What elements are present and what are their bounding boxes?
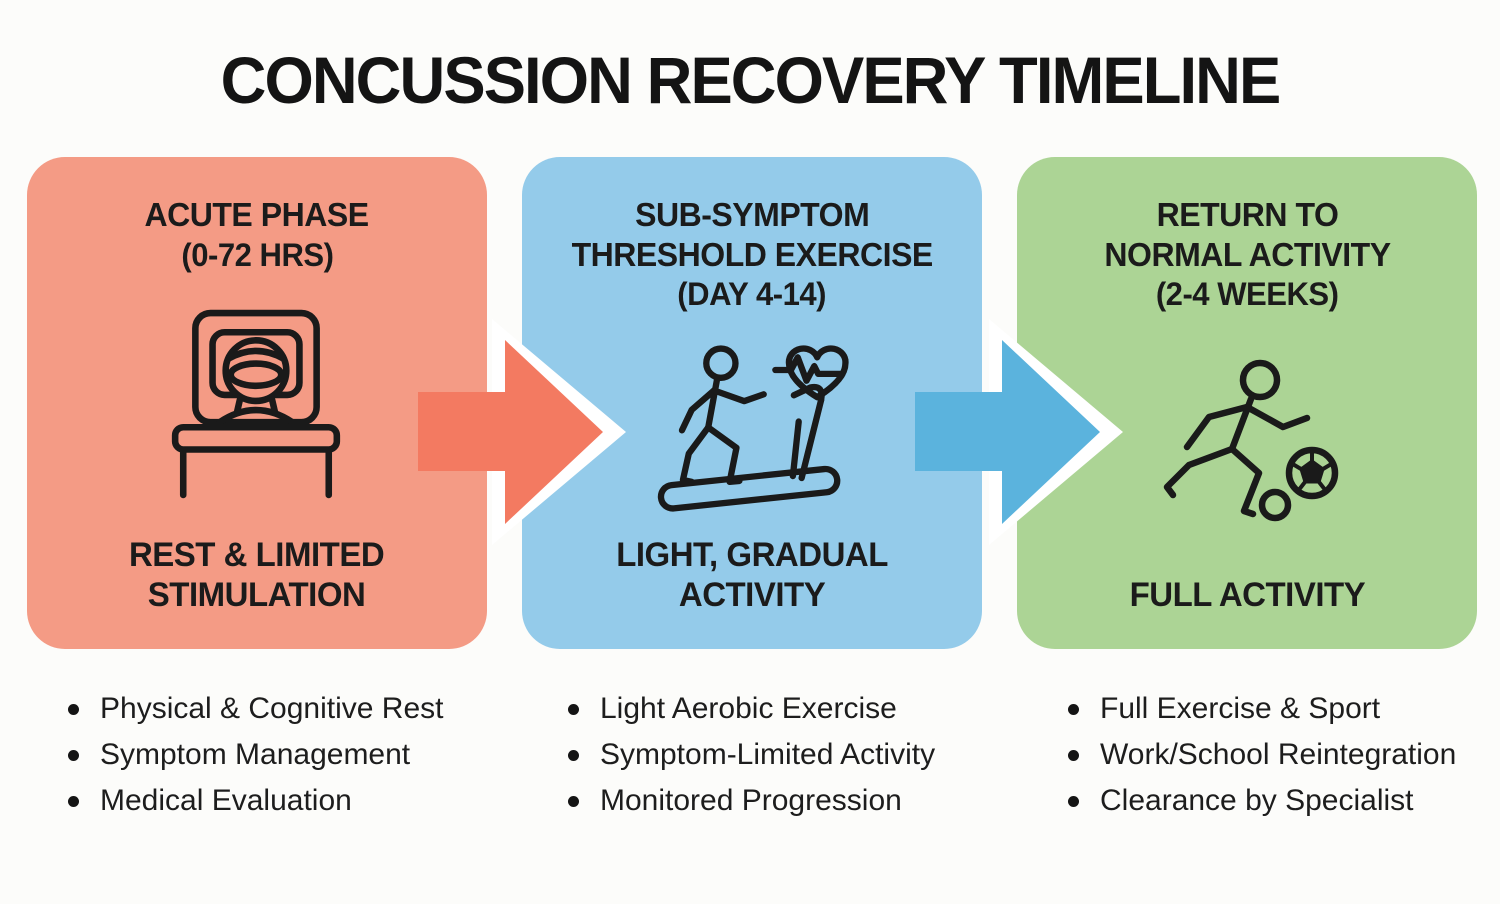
phase-label-line: ACTIVITY [678,575,826,614]
phase-label-line: LIGHT, GRADUAL [616,535,888,574]
list-item: Medical Evaluation [58,778,508,824]
list-item: Symptom-Limited Activity [558,732,1008,778]
list-item: Monitored Progression [558,778,1008,824]
panel-acute-phase: ACUTE PHASE (0-72 HRS) REST & LIMITED ST… [27,157,487,649]
phase-label-line: REST & LIMITED [129,535,385,574]
treadmill-walking-heart-icon [650,313,855,535]
phase-title-line: ACUTE PHASE [144,196,370,233]
list-item: Light Aerobic Exercise [558,686,1008,732]
phase-title: ACUTE PHASE [144,195,370,235]
list-item: Full Exercise & Sport [1058,686,1500,732]
phase-label: LIGHT, GRADUAL ACTIVITY [616,535,888,615]
phase-label: REST & LIMITED STIMULATION [129,535,385,615]
list-item: Work/School Reintegration [1058,732,1500,778]
phase-title-line: SUB-SYMPTOM [634,196,870,233]
phase-title-line: NORMAL ACTIVITY [1103,235,1391,273]
person-sleeping-in-bed-icon [167,274,347,535]
running-with-soccer-ball-icon [1147,313,1347,575]
page-title: CONCUSSION RECOVERY TIMELINE [220,43,1282,117]
phase-title: RETURN TO NORMAL ACTIVITY [1103,195,1391,274]
list-item: Physical & Cognitive Rest [58,686,508,732]
phase-title: SUB-SYMPTOM THRESHOLD EXERCISE [571,195,933,274]
normal-activity-bullet-list: Full Exercise & Sport Work/School Reinte… [1058,686,1500,825]
phase-title-line: RETURN TO [1156,196,1338,233]
panel-return-to-normal: RETURN TO NORMAL ACTIVITY (2-4 WEEKS) FU… [1017,157,1477,649]
panel-sub-symptom-exercise: SUB-SYMPTOM THRESHOLD EXERCISE (DAY 4-14… [522,157,982,649]
phase-label-line: STIMULATION [148,575,366,614]
phase-label-line: FULL ACTIVITY [1129,575,1365,614]
list-item: Clearance by Specialist [1058,778,1500,824]
phase-timeframe: (2-4 WEEKS) [1155,276,1339,313]
phase-timeframe: (0-72 HRS) [180,236,334,273]
exercise-phase-bullet-list: Light Aerobic Exercise Symptom-Limited A… [558,686,1008,825]
list-item: Symptom Management [58,732,508,778]
acute-phase-bullet-list: Physical & Cognitive Rest Symptom Manage… [58,686,508,825]
phase-title-line: THRESHOLD EXERCISE [571,235,933,273]
phase-label: FULL ACTIVITY [1129,575,1365,615]
phase-timeframe: (DAY 4-14) [677,276,827,313]
